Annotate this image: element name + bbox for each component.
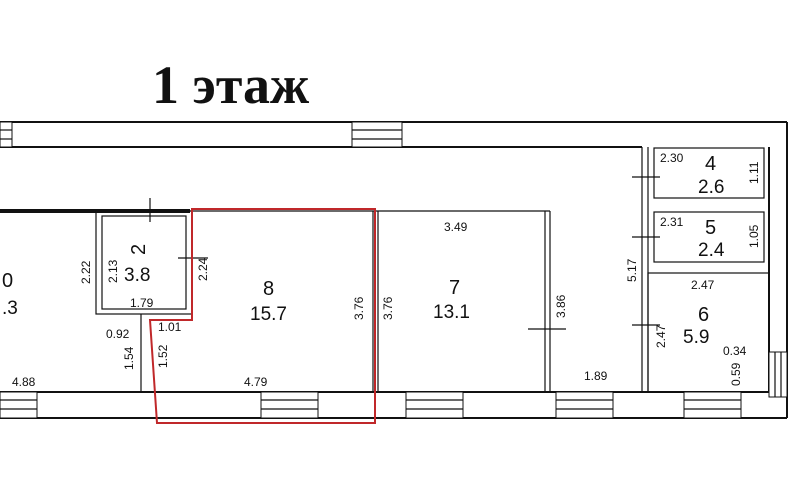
window-bottom-3 [405,391,464,419]
room-area: 5.9 [683,327,709,348]
window-bottom-1 [0,391,38,419]
dim-label: 1.54 [122,346,136,370]
room-area: 13.1 [433,302,470,323]
dim-label: 1.01 [158,320,182,334]
room-number: 5 [705,217,716,239]
room-area: 2.6 [698,177,724,198]
dim-label: 0.92 [106,327,130,341]
room-area: 15.7 [250,304,287,325]
room-4: 4 2.6 2.30 1.11 [660,151,761,198]
window-right [768,351,788,398]
room-2: 2 3.8 2.13 2.24 1.79 [106,244,210,310]
room-number: 0 [2,270,13,292]
window-bottom-2 [260,391,319,419]
dim-label: 2.31 [660,215,684,229]
dim-label: 0.59 [729,362,743,386]
dim-label: 2.47 [691,278,715,292]
room-6: 6 5.9 2.47 2.47 0.34 0.59 [654,278,747,386]
room-number: 4 [705,153,716,175]
dim-label: 1.11 [747,161,761,184]
dim-label: 2.47 [654,324,668,348]
windows [0,121,788,419]
window-top [351,121,403,148]
floor-title: 1 этаж [152,55,310,115]
dim-label: 1.05 [747,224,761,248]
interior-walls [0,147,770,393]
room-number: 6 [698,304,709,326]
dim-label: 5.17 [625,258,639,282]
window-bottom-4 [555,391,614,419]
dim-label: 4.79 [244,375,268,389]
dim-label: 2.13 [106,259,120,283]
dim-label: 1.52 [156,344,170,368]
dim-label: 4.88 [12,375,36,389]
dim-label: 3.76 [381,296,395,320]
room-8: 8 15.7 3.76 4.79 1.01 1.52 0.92 1.54 [106,278,366,389]
room-number: 8 [263,278,274,300]
room-number: 7 [449,277,460,299]
dim-label: 2.22 [79,260,93,284]
dim-label: 2.24 [196,257,210,281]
dim-label: 1.79 [130,296,154,310]
room-cut: 0 .3 2.22 4.88 [2,260,93,389]
dim-label: 0.34 [723,344,747,358]
room-number: 2 [128,244,150,255]
dim-label: 1.89 [584,369,608,383]
dim-label: 3.76 [352,296,366,320]
window-top-left [0,121,13,148]
room-area: 3.8 [124,265,150,286]
room-area: .3 [2,298,18,319]
room-area: 2.4 [698,240,725,261]
room-7: 7 13.1 3.49 3.76 3.86 [381,220,568,323]
room-8-highlight [148,208,376,424]
corridor: 5.17 1.89 [584,258,639,383]
dim-label: 3.86 [554,294,568,318]
dim-label: 2.30 [660,151,684,165]
room-5: 5 2.4 2.31 1.05 [660,215,761,261]
dim-label: 3.49 [444,220,468,234]
window-bottom-5 [683,391,742,419]
